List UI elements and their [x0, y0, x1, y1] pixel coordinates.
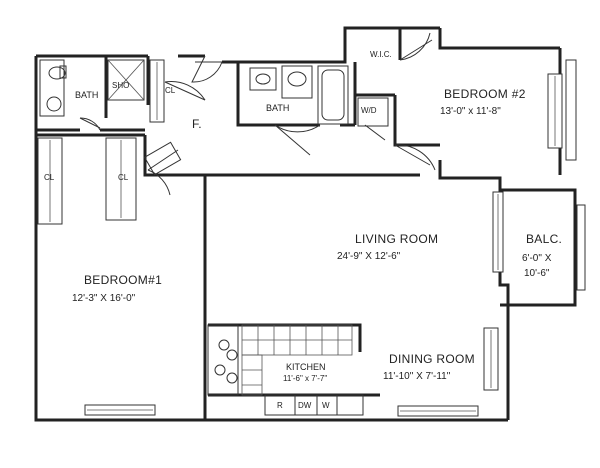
label-wd: W/D: [361, 106, 377, 115]
windows: [84, 59, 586, 417]
doors: [79, 32, 436, 196]
label-wic: W.I.C.: [370, 50, 392, 59]
kitchen-tile-grid: [241, 324, 353, 396]
label-balcony-name: BALC.: [526, 232, 562, 246]
label-kitchen-name: KITCHEN: [286, 362, 326, 372]
label-appliance-w: W: [322, 401, 330, 410]
label-bath-center: BATH: [266, 103, 289, 113]
label-balcony-dims-a: 6'-0" X: [522, 253, 552, 264]
closets-bedroom1: [37, 137, 137, 225]
center-bath-fixtures: [249, 65, 389, 127]
label-closet-bed1-b: CL: [118, 173, 129, 182]
label-dining-name: DINING ROOM: [389, 352, 475, 366]
label-dining-dims: 11'-10" X 7'-11": [383, 371, 451, 382]
room-labels: BATH SHO CL F. BATH W.I.C. W/D BEDROOM #…: [44, 50, 562, 410]
label-kitchen-dims: 11'-6" x 7'-7": [283, 374, 327, 383]
label-living-name: LIVING ROOM: [355, 232, 438, 246]
label-bedroom1-name: BEDROOM#1: [84, 273, 162, 287]
label-appliance-dw: DW: [298, 401, 312, 410]
label-bedroom2-name: BEDROOM #2: [444, 87, 526, 101]
kitchen-fixtures: [207, 324, 364, 416]
label-balcony-dims-b: 10'-6": [524, 268, 550, 279]
label-foyer: F.: [192, 117, 202, 131]
label-appliance-r: R: [277, 401, 283, 410]
label-living-dims: 24'-9" X 12'-6": [337, 251, 401, 262]
label-shower: SHO: [112, 81, 129, 90]
label-closet-bed1-a: CL: [44, 173, 55, 182]
label-closet-bath: CL: [165, 86, 176, 95]
label-bedroom1-dims: 12'-3" X 16'-0": [72, 293, 136, 304]
label-bedroom2-dims: 13'-0" x 11'-8": [440, 106, 501, 117]
label-bath-left: BATH: [75, 90, 98, 100]
left-bath-fixtures: [39, 59, 165, 123]
